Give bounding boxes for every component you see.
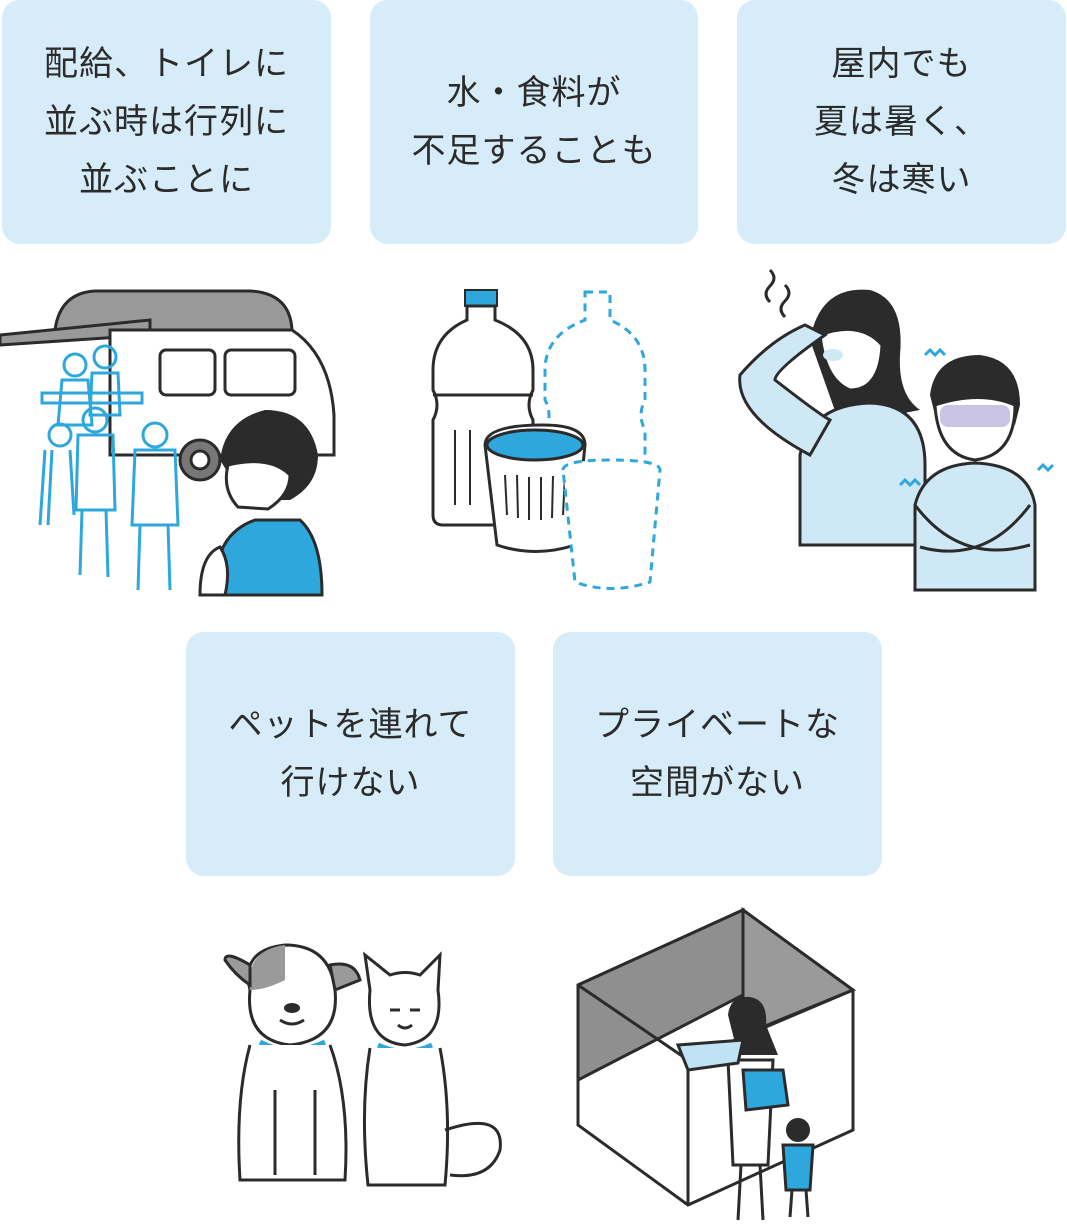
hot-cold-people-icon — [730, 265, 1060, 592]
dog-cat-icon — [220, 930, 510, 1200]
bubble-shortage-text: 水・食料が 不足することも — [411, 73, 657, 171]
bubble-shortage: 水・食料が 不足することも — [370, 0, 698, 244]
bubble-temperature: 屋内でも 夏は暑く、 冬は寒い — [737, 0, 1066, 244]
water-food-icon — [425, 289, 670, 595]
bubble-line-up: 配給、トイレに 並ぶ時は行列に 並ぶことに — [2, 0, 331, 244]
bubble-line-up-text: 配給、トイレに 並ぶ時は行列に 並ぶことに — [44, 44, 289, 200]
partition-booth-icon — [576, 905, 858, 1225]
truck-queue-icon — [0, 285, 340, 597]
bubble-privacy-text: プライベートな 空間がない — [595, 705, 840, 803]
bubble-pets: ペットを連れて 行けない — [186, 632, 515, 876]
bubble-pets-text: ペットを連れて 行けない — [228, 705, 473, 803]
bubble-temperature-text: 屋内でも 夏は暑く、 冬は寒い — [814, 44, 989, 200]
bubble-privacy: プライベートな 空間がない — [553, 632, 882, 876]
